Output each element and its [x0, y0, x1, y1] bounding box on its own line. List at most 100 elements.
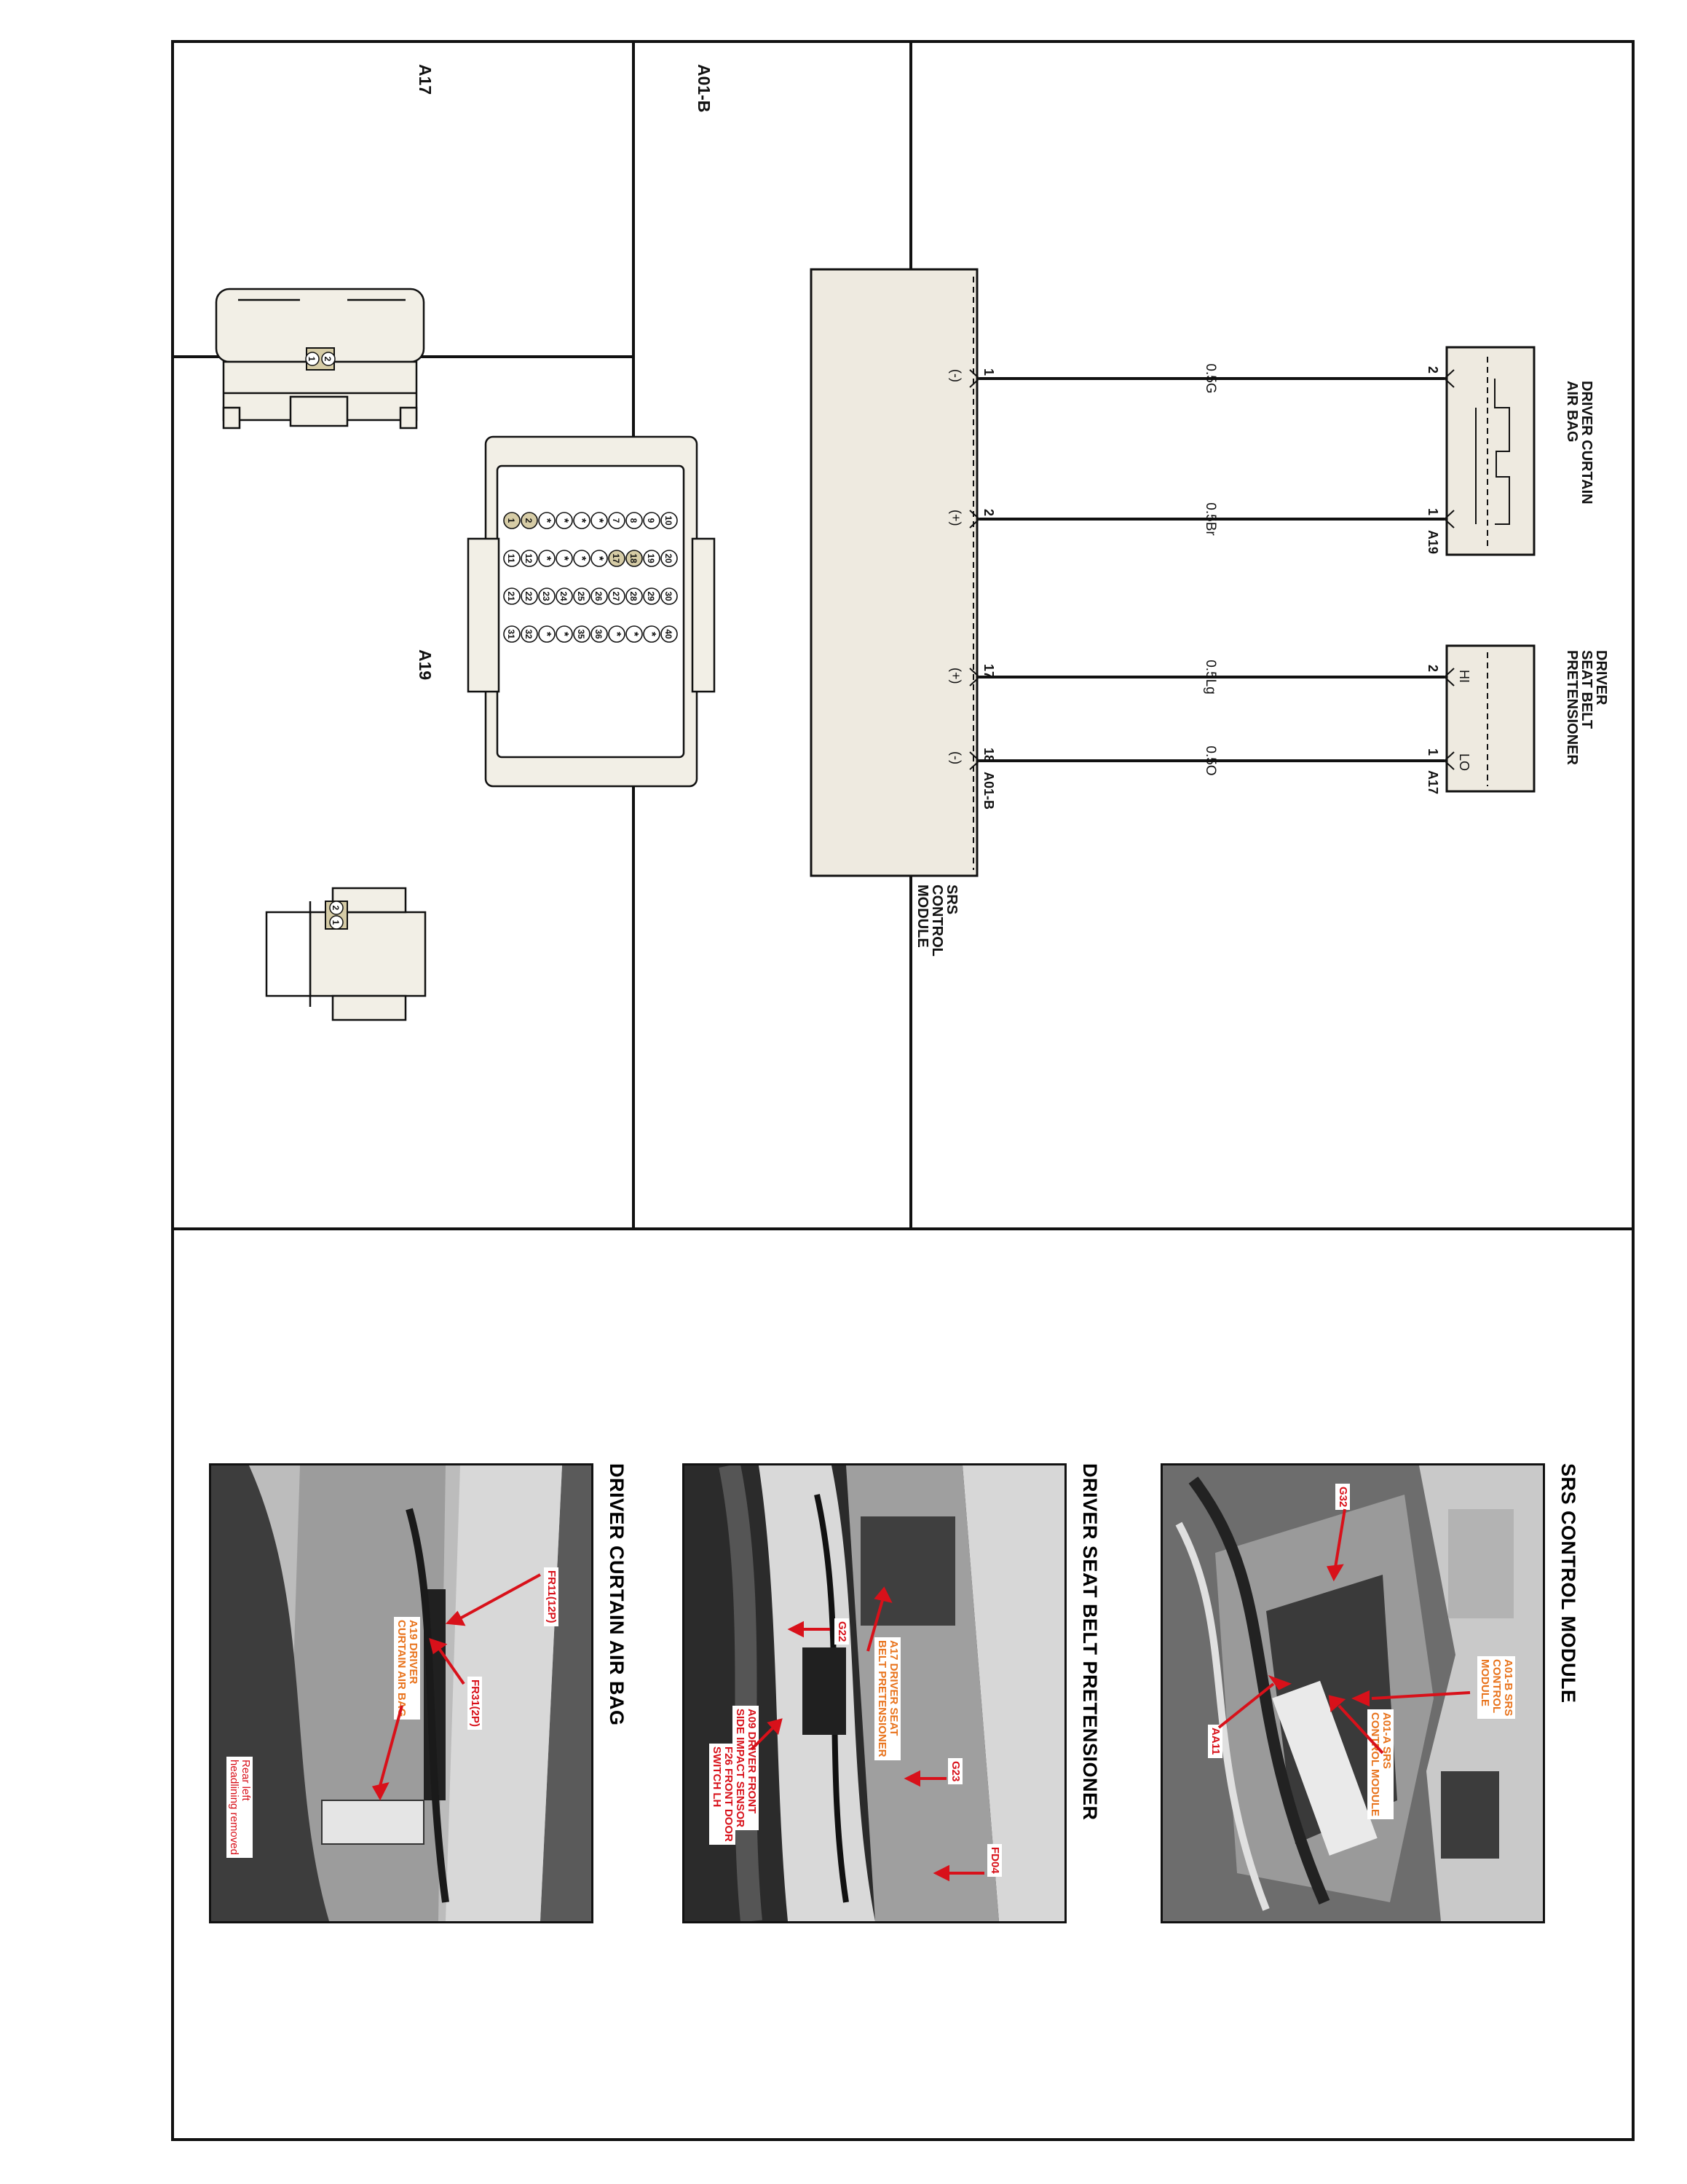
a01b-pin-number: 27 — [611, 591, 621, 601]
a01b-pin-cavity — [660, 550, 678, 567]
a01b-pin-cavity — [590, 550, 608, 567]
a01b-pin-number: 9 — [646, 518, 656, 523]
a19-pin-2: 2 — [331, 906, 341, 911]
a01b-pin-number: 2 — [524, 518, 534, 523]
a01b-pin-number: * — [645, 632, 657, 637]
a01b-pin-cavity — [521, 587, 538, 605]
tag-fd04: FD04 — [987, 1844, 1002, 1877]
a17-conn-label: A17 — [1426, 770, 1440, 794]
a17-pin-right: 1 — [1426, 748, 1440, 756]
a19-pin-1: 1 — [331, 920, 341, 925]
a01b-pin-cavity — [521, 550, 538, 567]
a19-pin-left: 2 — [1426, 366, 1440, 373]
a01b-pin-cavity — [590, 625, 608, 643]
a01b-pin-cavity — [660, 512, 678, 529]
a01b-pin-number: * — [558, 556, 570, 561]
wire-code-0: 0.5G — [1203, 363, 1218, 393]
connector-terminals — [969, 369, 1455, 770]
a01b-pin-cavity — [538, 512, 556, 529]
pretensioner-lo: LO — [1457, 753, 1471, 771]
tag-g22: G22 — [834, 1618, 849, 1645]
pretensioner-box — [1445, 644, 1536, 793]
module-pin-3: 18 — [981, 748, 996, 762]
a01b-pin-number: 17 — [611, 553, 621, 563]
a01b-pin-number: 30 — [663, 591, 673, 601]
a01b-pin-number: 40 — [663, 629, 673, 639]
a01b-pin-grid: 10987****2120191817****12113029282726252… — [503, 512, 678, 643]
a01b-pin-number: * — [540, 556, 553, 561]
a01b-pin-number: * — [593, 556, 605, 561]
a01b-pin-cavity — [590, 587, 608, 605]
a01b-pin-cavity — [556, 625, 573, 643]
a01b-pin-number: 24 — [558, 591, 569, 601]
a01b-pin-cavity — [625, 550, 643, 567]
a19-pin-cavities — [325, 901, 348, 930]
a01b-pin-cavity — [556, 550, 573, 567]
tag-g23: G23 — [948, 1758, 963, 1785]
a01b-pin-cavity — [538, 625, 556, 643]
a19-conn-label: A19 — [1426, 530, 1440, 554]
wire-code-3: 0.5O — [1203, 745, 1218, 775]
a17-pin-cavities — [305, 347, 336, 371]
tag-g32: G32 — [1335, 1484, 1350, 1511]
module-pin-2: 17 — [981, 664, 996, 678]
pretensioner-name: DRIVER SEAT BELT PRETENSIONER — [1564, 650, 1609, 765]
a17-pin-2: 2 — [323, 357, 333, 362]
a01b-pin-number: 8 — [628, 518, 639, 523]
a01b-pin-cavity — [643, 512, 660, 529]
a01b-pin-cavity — [521, 512, 538, 529]
a01b-pin-cavity — [538, 587, 556, 605]
tag-a01b-srs: A01-B SRS CONTROL MODULE — [1477, 1656, 1515, 1720]
a01b-pin-number: * — [610, 632, 623, 637]
module-conn-label: A01-B — [981, 772, 996, 810]
polarity-0: (-) — [949, 369, 963, 382]
module-pin-0: 1 — [981, 368, 996, 376]
photo-curtain-airbag: FR11(12P) FR31(2P) A19 DRIVER CURTAIN AI… — [209, 1463, 593, 1923]
a01b-pin-cavity — [556, 587, 573, 605]
a01b-pin-cavity — [556, 512, 573, 529]
a01b-pin-cavity — [573, 625, 590, 643]
a01b-pin-number: 7 — [611, 518, 621, 523]
a01b-pin-cavity — [503, 550, 521, 567]
a01b-pin-cavity — [503, 512, 521, 529]
photo-title-curtain-airbag: DRIVER CURTAIN AIR BAG — [606, 1463, 628, 1726]
a01b-pin-number: 36 — [593, 629, 604, 639]
tag-aa11: AA11 — [1208, 1725, 1222, 1758]
a01b-pin-number: 11 — [506, 554, 516, 563]
device-pins: 2 1 2 1 A19 A17 HI LO — [1426, 366, 1471, 794]
a19-pin-right: 1 — [1426, 508, 1440, 515]
a01b-pin-number: 25 — [576, 591, 586, 601]
a01b-pin-number: * — [540, 632, 553, 637]
tag-headlining-note: Rear left headlining removed — [226, 1757, 253, 1858]
a01b-pin-number: * — [575, 556, 588, 561]
a01b-pin-number: * — [540, 518, 553, 523]
tag-f26-door-switch: F26 FRONT DOOR SWITCH LH — [709, 1744, 735, 1845]
module-polarity: (-) (+) (+) (-) — [949, 369, 963, 764]
a01b-pin-number: * — [558, 632, 570, 637]
a01b-pin-cavity — [503, 587, 521, 605]
a01b-pin-cavity — [538, 550, 556, 567]
a01b-pin-cavity — [660, 625, 678, 643]
tag-a09-impact-sensor: A09 DRIVER FRONT SIDE IMPACT SENSOR — [732, 1706, 759, 1831]
a01b-pin-cavity — [608, 625, 625, 643]
a01b-pin-cavity — [590, 512, 608, 529]
srs-module-box — [810, 268, 979, 877]
photo-title-srs-module: SRS CONTROL MODULE — [1557, 1463, 1579, 1704]
a01b-pin-number: 31 — [506, 629, 516, 639]
a01b-pin-cavity — [625, 625, 643, 643]
a01b-pin-number: * — [628, 632, 640, 637]
module-pins: 1 2 17 18 A01-B — [981, 368, 996, 810]
a17-pin-1: 1 — [307, 357, 317, 362]
a01b-pin-cavity — [573, 587, 590, 605]
a01b-pin-number: 10 — [663, 515, 673, 526]
a01b-pin-number: * — [558, 518, 570, 523]
a01b-pin-number: 21 — [506, 591, 516, 601]
a01b-pin-cavity — [625, 512, 643, 529]
a01b-pin-cavity — [521, 625, 538, 643]
polarity-2: (+) — [949, 668, 963, 684]
